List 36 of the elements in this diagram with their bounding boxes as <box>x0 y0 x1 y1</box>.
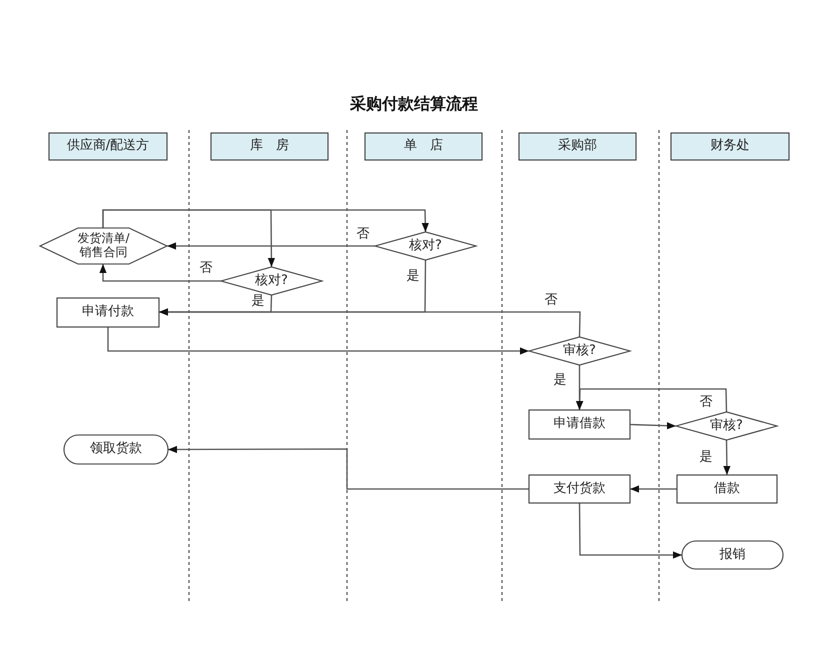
edge-label: 否 <box>198 262 214 274</box>
edge-label: 是 <box>406 270 420 282</box>
node-label: 单 店 <box>404 139 443 154</box>
node-label: 审核? <box>563 344 596 358</box>
arrow <box>630 422 676 430</box>
node-label: 核对? <box>255 274 288 288</box>
node-label: 申请付款 <box>82 305 134 320</box>
arrow <box>102 209 429 232</box>
edge-label: 否 <box>698 396 714 408</box>
node-label: 采购部 <box>558 139 597 154</box>
node-label: 发货清单/销售合同 <box>76 232 131 260</box>
diagram-title: 采购付款结算流程 <box>350 94 478 113</box>
arrow <box>723 440 730 475</box>
edge-label: 否 <box>356 228 370 240</box>
edge-label: 否 <box>544 294 558 306</box>
node-label: 报销 <box>720 548 746 562</box>
edge-label: 是 <box>250 294 266 308</box>
edge-label: 是 <box>698 450 714 464</box>
node-label: 财务处 <box>710 139 750 154</box>
node-label: 库 房 <box>250 139 289 154</box>
node-label: 支付货款 <box>554 482 606 496</box>
node-label: 领取货款 <box>90 442 142 457</box>
node-label: 申请借款 <box>554 417 606 432</box>
arrow <box>159 308 581 338</box>
node-label: 供应商/配送方 <box>66 139 150 154</box>
arrow <box>99 264 221 282</box>
arrow <box>167 242 375 250</box>
arrow <box>630 485 677 493</box>
node-label: 借款 <box>714 482 740 496</box>
arrow <box>576 388 728 412</box>
node-label: 审核? <box>710 418 743 434</box>
edge-label: 是 <box>552 374 568 386</box>
node-label: 核对? <box>409 238 442 254</box>
arrow <box>107 327 529 355</box>
arrow <box>168 446 529 490</box>
arrow <box>578 503 682 559</box>
